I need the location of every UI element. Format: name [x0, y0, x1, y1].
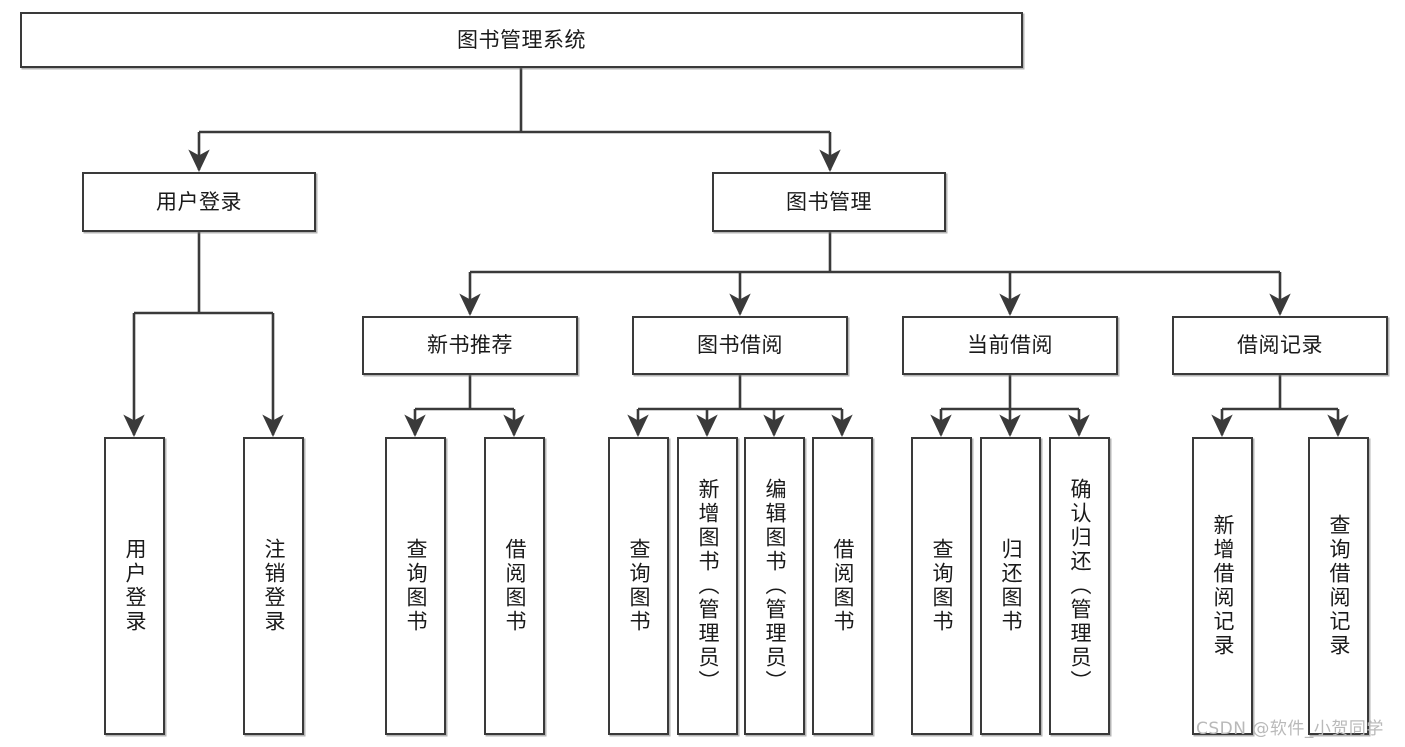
node-leaf-user-login-2-label: 注销登录 [262, 538, 286, 634]
node-leaf-current-borrow-1-label: 查询图书 [930, 538, 954, 634]
node-book-borrow[interactable]: 图书借阅 [632, 316, 848, 375]
node-leaf-new-book-2-label: 借阅图书 [503, 538, 527, 634]
node-borrow-record[interactable]: 借阅记录 [1172, 316, 1388, 375]
node-leaf-new-book-2[interactable]: 借阅图书 [484, 437, 545, 735]
node-leaf-book-borrow-2-label: 新增图书（管理员） [696, 478, 720, 694]
node-leaf-book-borrow-1-label: 查询图书 [627, 538, 651, 634]
node-user-login[interactable]: 用户登录 [82, 172, 316, 232]
node-book-borrow-label: 图书借阅 [697, 333, 783, 358]
node-leaf-current-borrow-2[interactable]: 归还图书 [980, 437, 1041, 735]
node-leaf-user-login-1-label: 用户登录 [123, 538, 147, 634]
node-new-book-recommend[interactable]: 新书推荐 [362, 316, 578, 375]
node-leaf-book-borrow-3[interactable]: 编辑图书（管理员） [744, 437, 805, 735]
node-root-label: 图书管理系统 [457, 27, 586, 52]
node-leaf-current-borrow-3[interactable]: 确认归还（管理员） [1049, 437, 1110, 735]
node-current-borrow[interactable]: 当前借阅 [902, 316, 1118, 375]
node-leaf-book-borrow-2[interactable]: 新增图书（管理员） [677, 437, 738, 735]
node-leaf-current-borrow-1[interactable]: 查询图书 [911, 437, 972, 735]
node-leaf-book-borrow-1[interactable]: 查询图书 [608, 437, 669, 735]
node-current-borrow-label: 当前借阅 [967, 333, 1053, 358]
node-borrow-record-label: 借阅记录 [1237, 333, 1323, 358]
node-leaf-borrow-record-2[interactable]: 查询借阅记录 [1308, 437, 1369, 735]
node-leaf-current-borrow-2-label: 归还图书 [999, 538, 1023, 634]
node-leaf-new-book-1[interactable]: 查询图书 [385, 437, 446, 735]
node-book-management-label: 图书管理 [786, 189, 872, 214]
node-leaf-borrow-record-2-label: 查询借阅记录 [1327, 514, 1351, 658]
node-leaf-user-login-1[interactable]: 用户登录 [104, 437, 165, 735]
csdn-watermark: CSDN @软件_小贺同学 [1196, 719, 1384, 739]
node-leaf-book-borrow-4-label: 借阅图书 [831, 538, 855, 634]
node-leaf-book-borrow-4[interactable]: 借阅图书 [812, 437, 873, 735]
node-root[interactable]: 图书管理系统 [20, 12, 1023, 68]
node-new-book-recommend-label: 新书推荐 [427, 333, 513, 358]
node-leaf-book-borrow-3-label: 编辑图书（管理员） [763, 478, 787, 694]
node-leaf-borrow-record-1-label: 新增借阅记录 [1211, 514, 1235, 658]
node-leaf-new-book-1-label: 查询图书 [404, 538, 428, 634]
node-leaf-borrow-record-1[interactable]: 新增借阅记录 [1192, 437, 1253, 735]
node-user-login-label: 用户登录 [156, 189, 242, 214]
node-leaf-user-login-2[interactable]: 注销登录 [243, 437, 304, 735]
node-book-management[interactable]: 图书管理 [712, 172, 946, 232]
node-leaf-current-borrow-3-label: 确认归还（管理员） [1068, 478, 1092, 694]
